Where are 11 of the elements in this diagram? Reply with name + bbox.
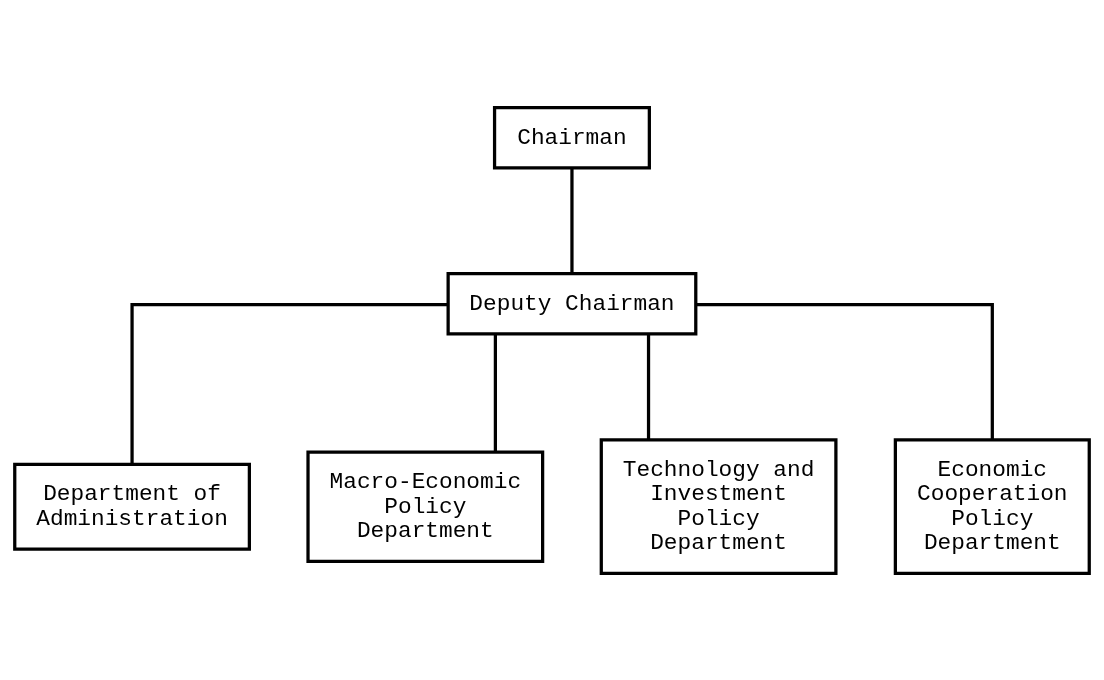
node-box: Technology and Investment Policy Department (599, 437, 838, 575)
connector (570, 167, 574, 274)
node-box: Department of Administration (13, 462, 251, 551)
connector (493, 333, 497, 452)
node-box: Economic Cooperation Policy Department (893, 437, 1091, 575)
connector (695, 302, 994, 439)
connector (646, 333, 651, 440)
connector (130, 302, 448, 464)
node-box: Macro-Economic Policy Department (306, 449, 545, 563)
node-box: Deputy Chairman (446, 271, 698, 336)
node-box: Chairman (492, 105, 651, 169)
